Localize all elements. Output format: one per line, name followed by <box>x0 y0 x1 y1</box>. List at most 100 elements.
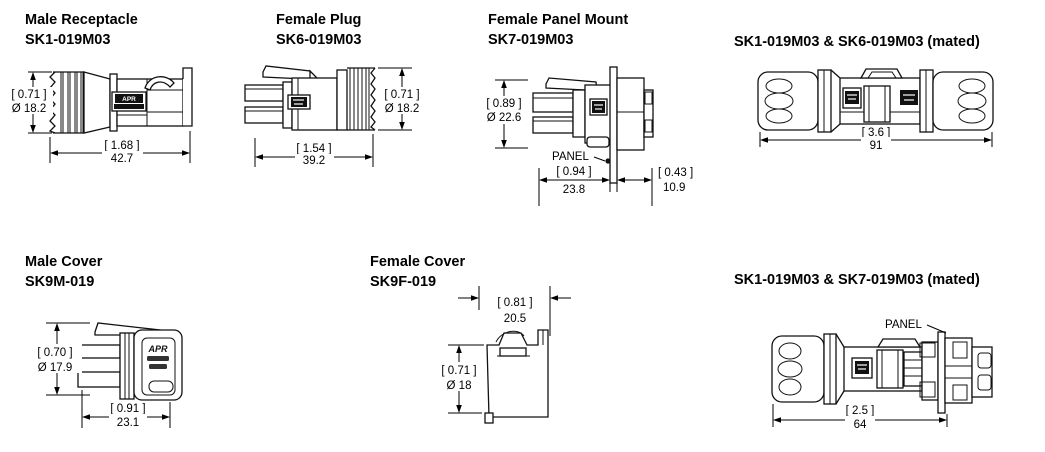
figure-male-receptacle: Male Receptacle SK1-019M03 <box>7 12 193 165</box>
logo-subtext-bar <box>114 104 144 109</box>
cover-foot <box>484 412 494 424</box>
male-cover-drawing: APR <box>77 322 183 401</box>
length-dimension: [ 3.6 ] 91 <box>759 127 993 152</box>
dimension-label: 23.8 <box>563 184 585 196</box>
contact-prong <box>532 116 574 134</box>
cone-taper <box>83 71 111 134</box>
diameter-dimension: [ 0.71 ] Ø 18 <box>434 344 484 414</box>
brand-mark-icon <box>851 357 873 379</box>
rear-detail <box>644 119 653 133</box>
diameter-dimension: [ 0.70 ] Ø 17.9 <box>30 322 90 396</box>
latch-hook <box>144 76 175 91</box>
logo-subtext-bar <box>147 356 169 361</box>
part-number: SK7-019M03 <box>488 32 573 48</box>
dimension-label: [ 2.5 ] <box>846 405 875 417</box>
panel-callout: PANEL <box>885 319 947 334</box>
rear-detail <box>644 91 653 105</box>
thread-hatching <box>60 72 84 133</box>
front-ring <box>572 89 586 138</box>
rear-latch-plate <box>182 67 193 127</box>
diameter-dimension: [ 0.89 ] Ø 22.6 <box>481 79 528 149</box>
dimension-label: [ 0.70 ] <box>37 347 72 359</box>
front-length-dimension: [ 0.94 ] 23.8 <box>538 166 653 206</box>
length-dimension: [ 0.91 ] 23.1 <box>81 390 171 429</box>
rear-housing <box>643 89 654 138</box>
dimension-label: [ 0.71 ] <box>441 365 476 377</box>
latch-base <box>499 347 527 357</box>
length-dimension: [ 2.5 ] 64 <box>772 404 948 431</box>
mated-assembly-drawing <box>771 331 993 414</box>
contact-prong <box>77 371 121 388</box>
brand-mark-icon <box>900 90 918 105</box>
apr-logo-text: APR <box>147 344 168 354</box>
rear-bump <box>977 352 992 369</box>
grip-ovals <box>777 342 803 396</box>
dimension-label: 20.5 <box>504 313 526 325</box>
figure-title: SK1-019M03 & SK6-019M03 (mated) <box>734 34 980 50</box>
length-dimension: [ 1.54 ] 39.2 <box>254 134 374 167</box>
panel-plate <box>609 66 618 184</box>
dimension-label: 64 <box>854 419 867 431</box>
figure-title: Male Receptacle <box>25 12 138 28</box>
female-cover-drawing <box>484 329 549 424</box>
dimension-label: [ 1.54 ] <box>296 143 331 155</box>
dimension-label: 23.1 <box>117 417 139 429</box>
dimension-label: 91 <box>870 140 883 152</box>
figure-female-cover: Female Cover SK9F-019 [ 0.81 ] 20.5 [ 0.… <box>370 254 571 424</box>
hex-nut <box>336 69 348 131</box>
thread-profile <box>48 71 56 134</box>
flange-clip <box>919 342 936 358</box>
coupling-sleeve <box>863 85 891 123</box>
brand-mark-icon <box>287 94 311 110</box>
grip-cap <box>932 71 994 131</box>
thread-profile <box>370 67 376 131</box>
figure-title: Female Plug <box>276 12 361 28</box>
latch-hook <box>495 330 525 343</box>
dimension-label: [ 3.6 ] <box>862 127 891 139</box>
brand-mark-icon <box>842 87 862 109</box>
male-receptacle-drawing: APR <box>48 67 193 134</box>
dimension-label: [ 0.94 ] <box>556 166 591 178</box>
dimension-label: 39.2 <box>303 155 325 167</box>
dimension-label: Ø 18.2 <box>12 103 47 115</box>
dimension-label: [ 0.89 ] <box>486 98 521 110</box>
rear-detail <box>952 384 968 401</box>
part-number: SK9F-019 <box>370 274 436 290</box>
panel-plate <box>937 331 946 414</box>
dimension-label: 10.9 <box>663 182 685 194</box>
dimension-label: Ø 17.9 <box>38 362 73 374</box>
rear-housing <box>944 337 973 404</box>
label-panel <box>141 337 176 396</box>
clip-section <box>903 351 923 387</box>
panel-label: PANEL <box>885 319 922 331</box>
grip-ovals <box>957 78 987 124</box>
mount-flange <box>921 341 939 401</box>
mated-assembly-drawing <box>757 68 994 133</box>
dimension-label: Ø 22.6 <box>487 112 522 124</box>
rear-detail <box>952 341 968 359</box>
dimension-label: Ø 18.2 <box>385 103 420 115</box>
mount-flange <box>616 77 645 151</box>
panel-callout: PANEL <box>552 151 611 164</box>
apr-logo-text: APR <box>122 96 136 103</box>
figure-female-panel-mount: Female Panel Mount SK7-019M03 PANE <box>481 12 693 206</box>
figure-female-plug: Female Plug SK6-019M03 <box>244 12 425 167</box>
dimension-label: [ 1.68 ] <box>104 140 139 152</box>
latch-arm <box>262 65 312 80</box>
figure-mated-sk1-sk7: SK1-019M03 & SK7-019M03 (mated) <box>734 272 993 431</box>
part-number: SK9M-019 <box>25 274 94 290</box>
diameter-dimension: [ 0.71 ] Ø 18.2 <box>7 71 53 134</box>
brand-mark-icon <box>589 98 608 116</box>
apr-logo: APR <box>111 91 147 112</box>
collar-ring <box>119 332 135 400</box>
rear-end-cap <box>971 346 993 398</box>
dimension-label: [ 0.91 ] <box>110 403 145 415</box>
contact-prong <box>532 92 574 113</box>
figure-male-cover: Male Cover SK9M-019 APR [ 0.70 ] Ø 17.9 <box>25 254 183 429</box>
panel-leader-dot <box>605 158 611 164</box>
logo-subtext-bar <box>149 364 167 369</box>
body-slot <box>148 380 174 393</box>
apr-logo: APR <box>147 344 169 369</box>
body-tab <box>586 136 610 148</box>
